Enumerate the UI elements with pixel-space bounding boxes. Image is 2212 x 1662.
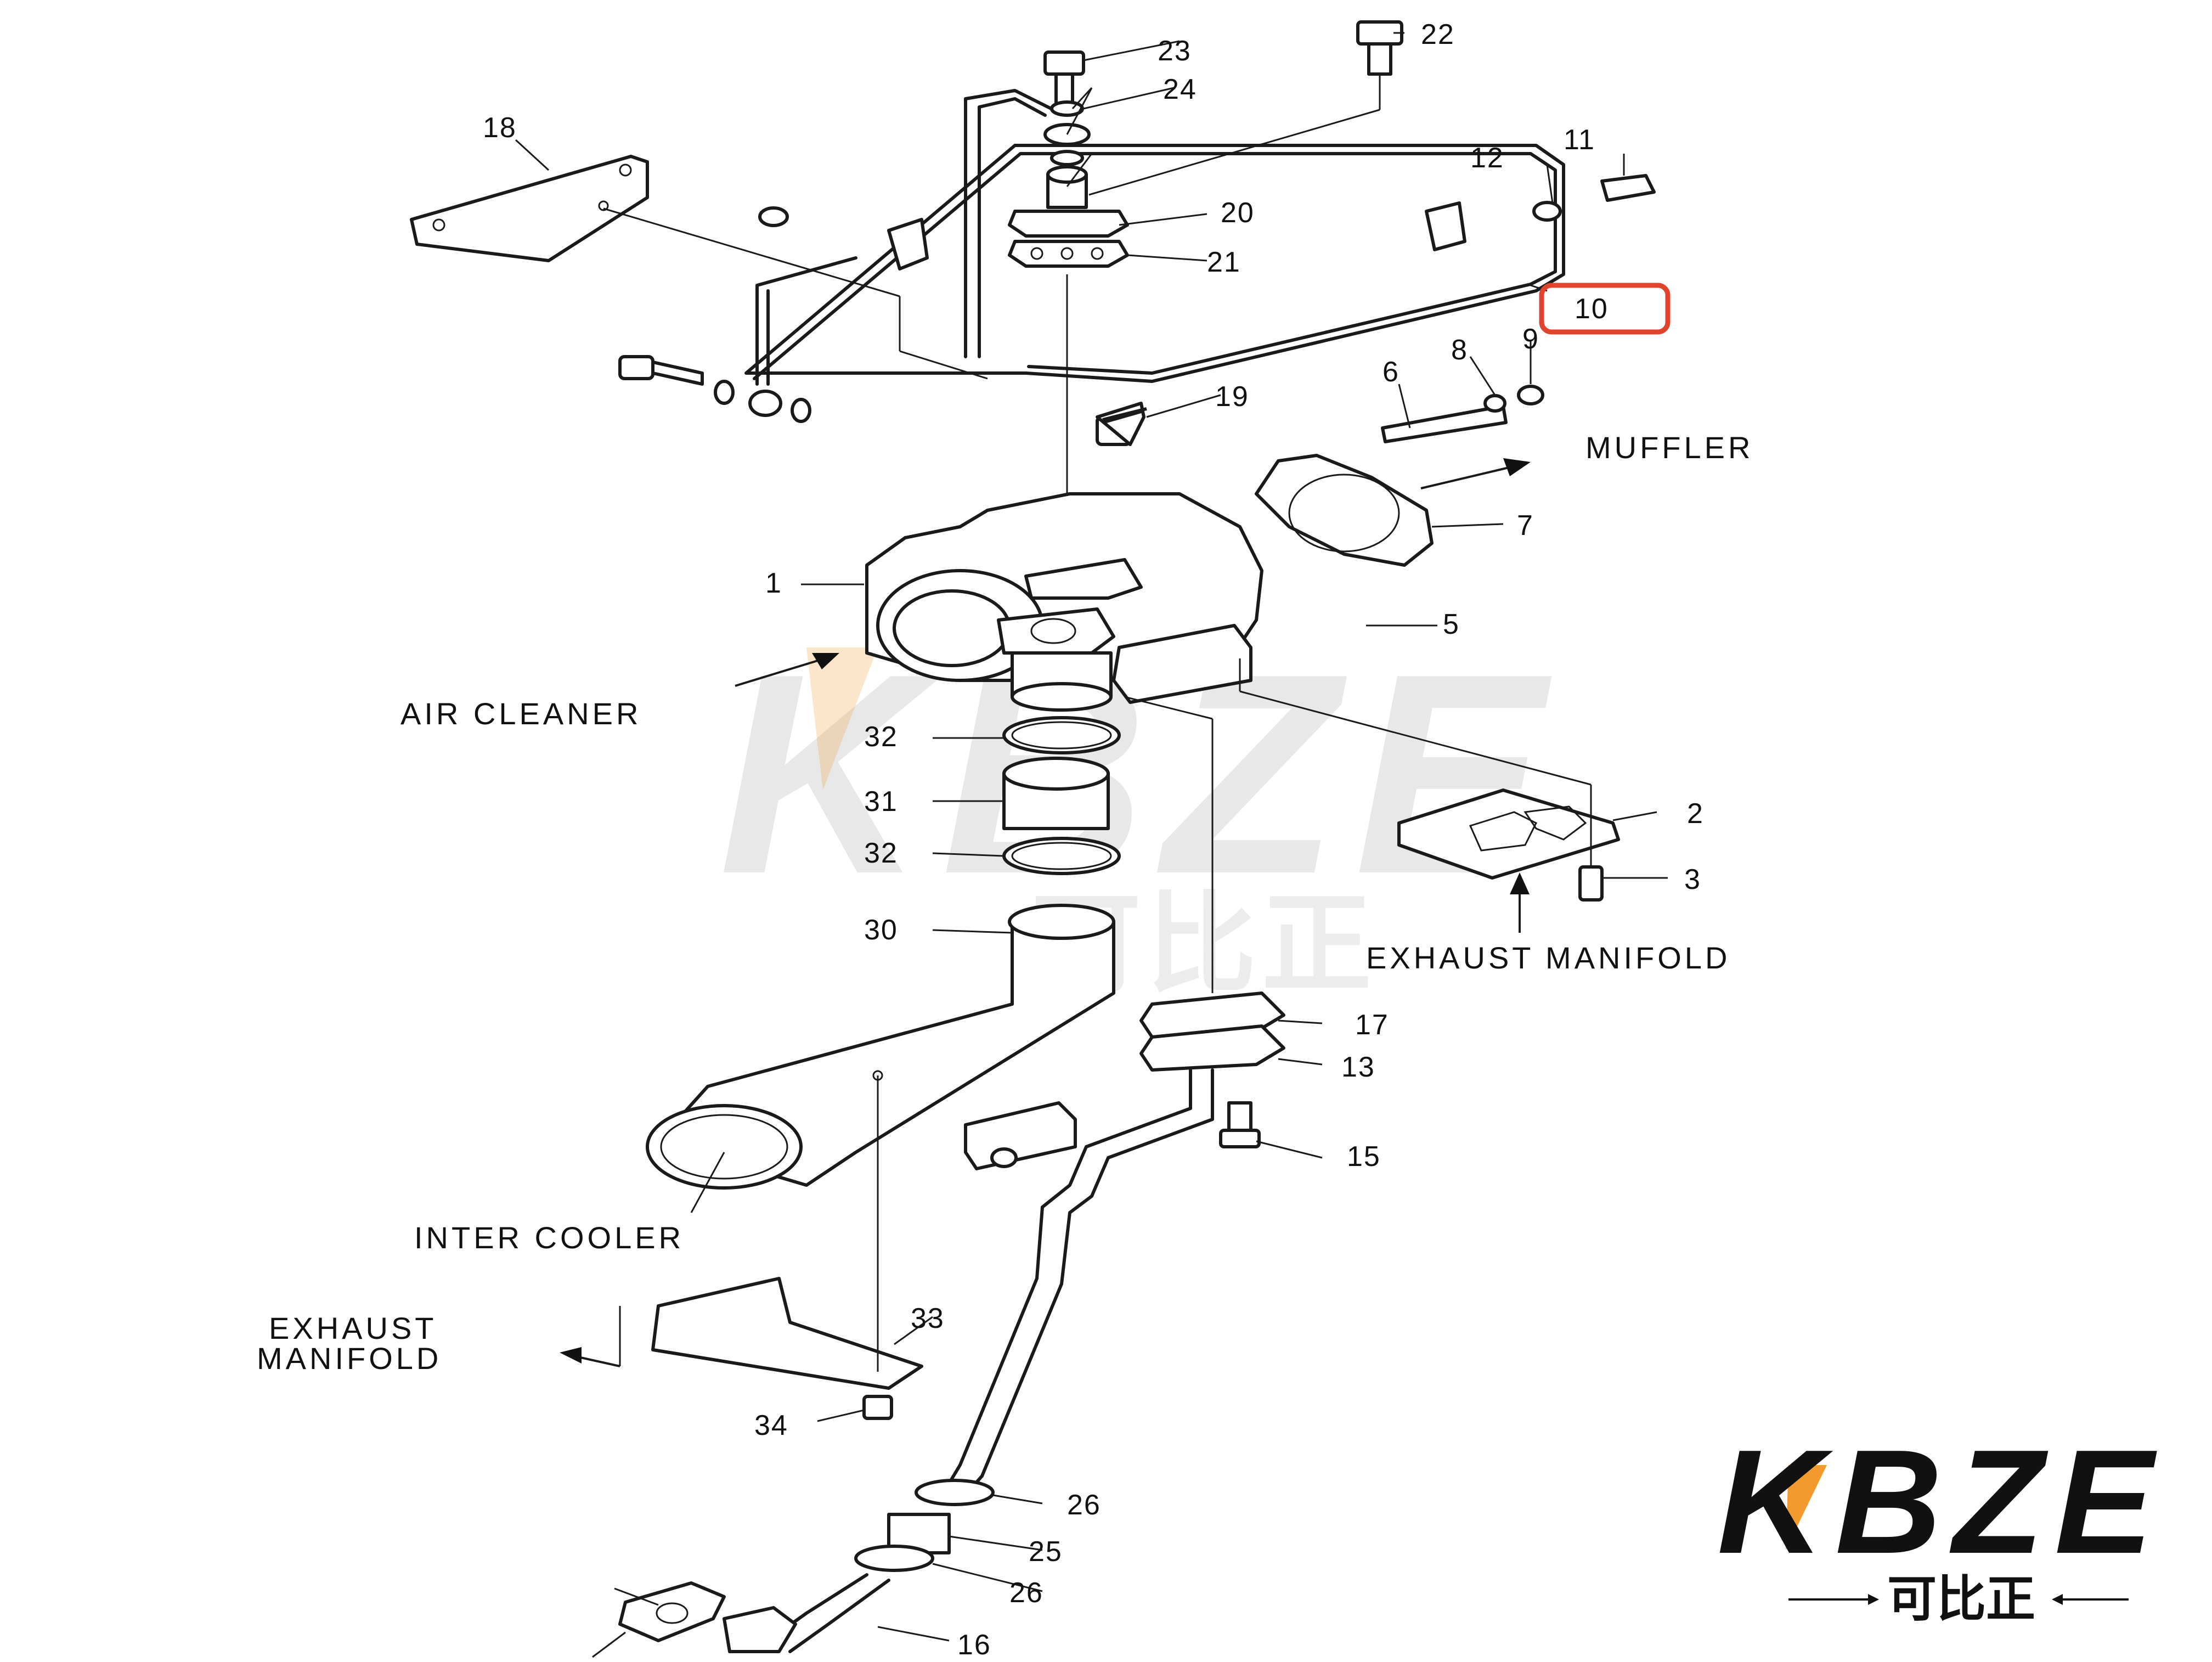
- part-label-2: 2: [1687, 798, 1704, 830]
- oil-return-pipe: [618, 991, 1285, 1653]
- elbow-hose-30: [646, 904, 1115, 1213]
- part-label-11: 11: [1564, 124, 1595, 156]
- bracket-18: [410, 155, 988, 380]
- part-label-32-upper: 32: [864, 721, 898, 753]
- part-label-3: 3: [1684, 864, 1701, 895]
- brand-logo: KBZE 可比正: [1717, 1419, 2164, 1627]
- part-label-19: 19: [1215, 381, 1249, 413]
- part-label-24: 24: [1163, 74, 1197, 105]
- logo-brand-text: KBZE: [1717, 1419, 2164, 1585]
- watermark-accent-bg: [806, 647, 878, 790]
- part-label-5: 5: [1443, 609, 1460, 640]
- bolt-22: [1088, 20, 1403, 196]
- caption-air-cleaner: AIR CLEANER: [400, 696, 641, 731]
- small-fasteners: [618, 174, 1656, 446]
- part-label-6: 6: [1383, 356, 1400, 388]
- bracket-33: [619, 1070, 923, 1420]
- logo-accent-shape: [1786, 1465, 1827, 1550]
- part-label-18: 18: [483, 112, 517, 144]
- part-label-23: 23: [1158, 35, 1192, 67]
- part-label-7: 7: [1517, 510, 1534, 542]
- oil-pipe-bracket: [744, 144, 1565, 383]
- gasket-7: [1255, 454, 1434, 567]
- part-10-highlight: [1539, 283, 1671, 335]
- part-label-1: 1: [765, 567, 782, 599]
- part-label-8: 8: [1451, 334, 1468, 366]
- part-labels: 23 22 24 18 12 11 20 21 10 6 8 9 19 7 1 …: [483, 19, 1704, 1661]
- captions: MUFFLER AIR CLEANER EXHAUST MANIFOLD INT…: [257, 430, 1753, 1376]
- caption-exhaust-manifold-right: EXHAUST MANIFOLD: [1366, 940, 1730, 975]
- logo-sub-text: 可比正: [1887, 1572, 2035, 1627]
- part-label-20: 20: [1221, 197, 1255, 229]
- part-label-17: 17: [1355, 1009, 1389, 1041]
- caption-muffler: MUFFLER: [1585, 430, 1753, 465]
- gasket-2: [1239, 658, 1620, 902]
- part-label-13: 13: [1341, 1051, 1375, 1083]
- flow-arrows: [560, 458, 1531, 1367]
- caption-exhaust-left-line2: MANIFOLD: [257, 1341, 442, 1376]
- caption-inter-cooler: INTER COOLER: [414, 1220, 684, 1255]
- part-label-25: 25: [1029, 1536, 1063, 1568]
- part-label-33: 33: [911, 1303, 945, 1334]
- hose-clamps: [1002, 716, 1121, 875]
- caption-exhaust-left-line1: EXHAUST: [269, 1311, 437, 1345]
- turbocharger: [865, 492, 1263, 993]
- oil-feed-pipe: [714, 89, 1055, 423]
- part-label-9: 9: [1522, 323, 1539, 355]
- part-label-22: 22: [1421, 19, 1455, 50]
- part-label-16: 16: [957, 1629, 991, 1659]
- part-label-21: 21: [1207, 246, 1241, 278]
- part-label-31: 31: [864, 786, 898, 818]
- part-label-26-lower: 26: [1009, 1577, 1043, 1609]
- part-label-10: 10: [1575, 293, 1609, 325]
- part-label-30: 30: [864, 914, 898, 946]
- part-label-32-lower: 32: [864, 837, 898, 869]
- part-label-34: 34: [754, 1410, 788, 1441]
- part-label-15: 15: [1347, 1141, 1381, 1173]
- leader-lines: [515, 32, 1668, 1658]
- part-label-12: 12: [1470, 142, 1504, 174]
- part-label-26-upper: 26: [1067, 1489, 1101, 1521]
- fitting-stack: [1008, 50, 1129, 549]
